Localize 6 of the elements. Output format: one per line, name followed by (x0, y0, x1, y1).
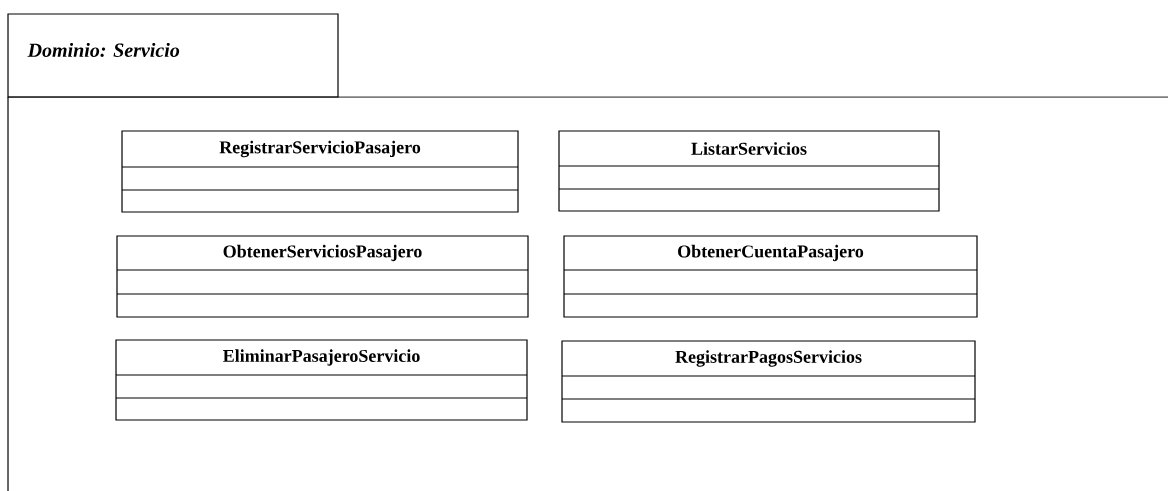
class-box: ObtenerCuentaPasajero (563, 235, 978, 318)
class-box: RegistrarPagosServicios (561, 340, 976, 423)
class-box: ObtenerServiciosPasajero (116, 235, 529, 318)
class-box: ListarServicios (558, 130, 940, 212)
class-box: RegistrarServicioPasajero (121, 130, 519, 213)
class-box: EliminarPasajeroServicio (115, 339, 528, 421)
